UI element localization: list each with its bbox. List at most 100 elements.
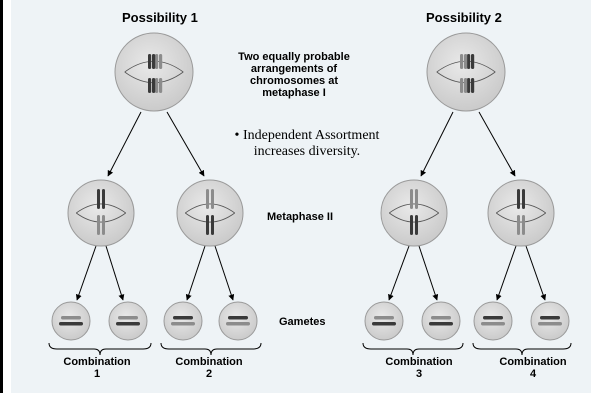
cell-membrane [218, 301, 258, 341]
chromatid [102, 189, 105, 209]
chromosome [372, 322, 396, 326]
chromatid [148, 54, 152, 69]
possibility-2-title: Possibility 2 [426, 10, 502, 25]
gamete-8 [530, 301, 570, 341]
combination-brackets [48, 342, 572, 356]
cell-membrane [163, 301, 203, 341]
cell-membrane [487, 179, 555, 247]
spindle-fiber [185, 212, 235, 223]
chromatid [467, 78, 471, 93]
cell-membrane [421, 301, 461, 341]
chromosome [226, 322, 250, 326]
arrow [214, 245, 235, 301]
arrangement-line-4: metaphase I [262, 87, 326, 99]
spindle-fiber [496, 212, 546, 223]
combination-3-label: Combination 3 [377, 356, 461, 380]
gamete-4 [218, 301, 258, 341]
chromatid [211, 215, 214, 235]
chromatid [415, 189, 418, 209]
spindle-fiber [389, 212, 439, 223]
chromatid [522, 215, 525, 235]
combination-2-number: 2 [205, 368, 213, 380]
chromosome [61, 316, 81, 320]
cells-group [51, 32, 570, 341]
arrow [495, 245, 517, 301]
arrow [107, 111, 142, 177]
metaphase-ii-cell-3 [380, 179, 448, 247]
chromosome [171, 322, 195, 326]
chromosome [540, 316, 560, 320]
gametes-label: Gametes [279, 316, 326, 328]
arrangement-line-3: chromosomes at [249, 75, 339, 87]
assortment-text-1: Independent Assortment [242, 128, 380, 143]
chromatid [522, 189, 525, 209]
arrangement-line-1: Two equally probable [238, 51, 350, 63]
arrows-group [75, 111, 547, 301]
arrangement-note: Two equally probable arrangements of chr… [229, 51, 359, 99]
combination-4-number: 4 [529, 368, 537, 380]
bracket [472, 342, 572, 356]
chromosome [483, 316, 503, 320]
metaphase-i-cell-2 [426, 32, 506, 112]
combination-1-word: Combination [63, 356, 131, 368]
chromatid [206, 215, 209, 235]
gamete-1 [51, 301, 91, 341]
chromatid [159, 54, 163, 69]
bracket [160, 342, 262, 356]
cell-membrane [108, 301, 148, 341]
meiosis-diagram [48, 32, 572, 356]
cell-membrane [426, 32, 506, 112]
chromatid [460, 54, 464, 69]
assortment-line-1: • Independent Assortment [223, 128, 391, 144]
chromosome [59, 322, 83, 326]
arrow [525, 245, 547, 301]
chromatid [152, 78, 156, 93]
metaphase-i-cell-1 [114, 32, 194, 112]
metaphase-ii-label: Metaphase II [267, 211, 334, 223]
cell-membrane [530, 301, 570, 341]
chromatid [464, 54, 468, 69]
chromatid [471, 78, 475, 93]
chromosome [538, 322, 562, 326]
gamete-5 [364, 301, 404, 341]
arrow [418, 245, 439, 301]
bullet: • [234, 128, 240, 143]
chromosome [431, 316, 451, 320]
chromatid [517, 189, 520, 209]
chromosome [374, 316, 394, 320]
chromatid [460, 78, 464, 93]
gamete-3 [163, 301, 203, 341]
chromatid [152, 54, 156, 69]
chromatid [410, 215, 413, 235]
chromatid [97, 215, 100, 235]
chromosome [429, 322, 453, 326]
combination-3-word: Combination [385, 356, 453, 368]
spindle-fiber [496, 203, 546, 214]
cell-membrane [364, 301, 404, 341]
chromatid [410, 189, 413, 209]
chromosome [481, 322, 505, 326]
chromatid [467, 54, 471, 69]
chromatid [155, 78, 159, 93]
gamete-2 [108, 301, 148, 341]
chromatid [206, 189, 209, 209]
chromatid [517, 215, 520, 235]
chromatid [159, 78, 163, 93]
diagram-panel: Possibility 1 Possibility 2 Two equally … [11, 0, 591, 393]
arrow [75, 245, 97, 301]
arrow [478, 111, 516, 177]
cell-membrane [67, 179, 135, 247]
gamete-7 [473, 301, 513, 341]
chromatid [464, 78, 468, 93]
chromatid [155, 54, 159, 69]
combination-2-label: Combination 2 [167, 356, 251, 380]
chromatid [102, 215, 105, 235]
possibility-1-title: Possibility 1 [122, 10, 198, 25]
chromosome [118, 316, 138, 320]
chromatid [415, 215, 418, 235]
arrow [105, 245, 125, 301]
gamete-6 [421, 301, 461, 341]
metaphase-ii-cell-4 [487, 179, 555, 247]
cell-membrane [176, 179, 244, 247]
